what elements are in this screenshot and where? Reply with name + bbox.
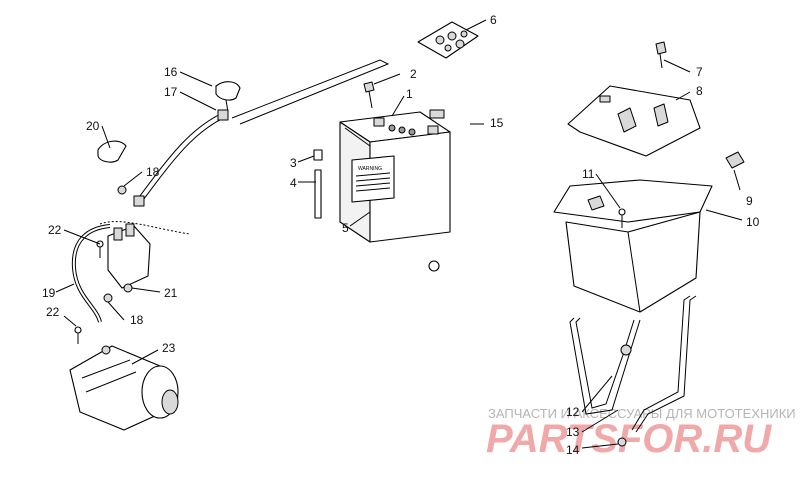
battery-hold-down <box>567 85 701 157</box>
callout-10: 10 <box>746 215 760 229</box>
callout-21: 21 <box>164 286 178 300</box>
callout-3: 3 <box>290 156 297 170</box>
negative-cable <box>428 109 478 272</box>
strap-buckle <box>620 344 632 356</box>
callout-16: 16 <box>164 65 178 79</box>
starter-motor <box>69 345 179 431</box>
callout-23: 23 <box>162 341 176 355</box>
watermark-line2: PARTSFOR.RU <box>486 417 772 461</box>
solenoid-boot <box>97 140 127 163</box>
nut <box>103 293 113 303</box>
screw <box>96 240 104 258</box>
vent-tube <box>313 149 323 219</box>
callout-22: 22 <box>48 223 62 237</box>
box-screw <box>618 208 626 228</box>
callout-5: 5 <box>342 221 349 235</box>
screw <box>74 326 82 344</box>
callouts: 1 2 3 4 5 6 7 8 9 10 11 12 13 14 15 16 1… <box>42 13 760 457</box>
leader-lines <box>55 19 743 449</box>
callout-9: 9 <box>746 194 753 208</box>
callout-8: 8 <box>696 84 703 98</box>
callout-1: 1 <box>406 87 413 101</box>
callout-12: 12 <box>566 405 580 419</box>
battery-box <box>553 179 713 313</box>
rubber-clip <box>725 151 745 169</box>
callout-2: 2 <box>410 67 417 81</box>
callout-22: 22 <box>46 305 60 319</box>
callout-19: 19 <box>42 286 56 300</box>
hardware-kit <box>417 21 479 59</box>
callout-18: 18 <box>146 165 160 179</box>
callout-14: 14 <box>566 443 580 457</box>
positive-cable <box>133 109 229 207</box>
battery-label: WARNING <box>358 166 382 172</box>
starter-cable <box>71 224 111 323</box>
callout-11: 11 <box>582 167 595 181</box>
nut <box>117 185 127 195</box>
strap-nut <box>617 437 627 447</box>
callout-6: 6 <box>490 13 497 27</box>
callout-20: 20 <box>86 119 100 133</box>
callout-13: 13 <box>566 425 580 439</box>
watermark: ЗАПЧАСТИ И АКСЕССУАРЫ ДЛЯ МОТОТЕХНИКИ PA… <box>486 406 796 461</box>
callout-4: 4 <box>290 176 297 190</box>
callout-18: 18 <box>130 313 144 327</box>
terminal-boot <box>215 81 241 113</box>
callout-17: 17 <box>164 85 178 99</box>
battery: WARNING <box>339 111 451 243</box>
hold-down-screw <box>655 41 667 69</box>
callout-15: 15 <box>490 116 504 130</box>
starter-solenoid <box>99 221 191 293</box>
terminal-bolt <box>363 81 375 109</box>
callout-7: 7 <box>696 65 703 79</box>
